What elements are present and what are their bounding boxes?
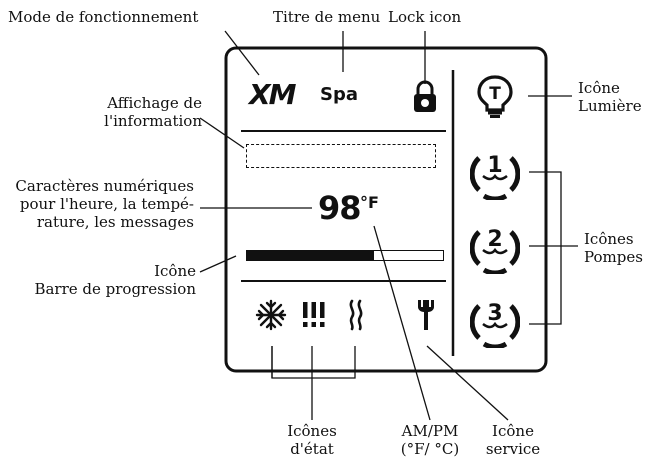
label-numeric: Caractères numériques pour l'heure, la t…: [2, 177, 194, 231]
temperature-unit: °F: [360, 193, 379, 212]
pump-3-number: 3: [487, 301, 502, 326]
label-service-icon-line2: service: [485, 440, 541, 458]
pump-2-icon: 2: [470, 227, 520, 274]
label-numeric-line3: rature, les messages: [36, 213, 194, 231]
mode-logo: XM: [249, 78, 296, 111]
label-status-icons: Icônes d'état: [272, 422, 352, 458]
light-icon-letter: T: [489, 84, 501, 104]
label-progress-line1: Icône: [154, 262, 196, 280]
heater-icon: [349, 299, 363, 331]
label-light-icon-line1: Icône: [578, 79, 620, 97]
label-service-icon: Icône service: [478, 422, 548, 458]
label-mode: Mode de fonctionnement: [8, 8, 199, 26]
pump-1-number: 1: [487, 153, 502, 178]
label-ampm-line2: (°F/ °C): [400, 440, 460, 458]
progress-bar-fill: [247, 251, 375, 260]
temperature-value: 98: [318, 189, 362, 227]
pump-3-icon: 3: [470, 301, 520, 348]
label-progress-line2: Barre de progression: [34, 280, 196, 298]
leader-progress: [199, 255, 237, 273]
lock-icon: [414, 80, 436, 112]
label-pump-icons-line2: Pompes: [584, 248, 643, 266]
label-info-display-line1: Affichage de: [107, 94, 202, 112]
label-info-display-line2: l'information: [104, 112, 202, 130]
service-wrench-icon: [418, 300, 434, 330]
light-icon: T: [477, 75, 513, 118]
leader-ampm: [373, 225, 431, 421]
pump-2-number: 2: [487, 227, 502, 252]
filter-icon: [303, 302, 325, 327]
label-ampm: AM/PM (°F/ °C): [388, 422, 472, 458]
progress-bar: [246, 250, 444, 261]
snowflake-icon: [255, 299, 287, 331]
bracket-status: [271, 346, 356, 379]
label-pump-icons-line1: Icônes: [584, 230, 634, 248]
leader-mode: [224, 30, 260, 76]
label-light-icon-line2: Lumière: [578, 97, 642, 115]
label-light-icon: Icône Lumière: [578, 79, 642, 115]
display-frame: [224, 46, 548, 373]
label-numeric-line2: pour l'heure, la tempé-: [19, 195, 194, 213]
label-pump-icons: Icônes Pompes: [584, 230, 643, 266]
label-info-display: Affichage de l'information: [60, 94, 202, 130]
label-ampm-line1: AM/PM: [401, 422, 459, 440]
label-progress: Icône Barre de progression: [10, 262, 196, 298]
bracket-pumps: [529, 171, 562, 325]
pump-1-icon: 1: [470, 153, 520, 200]
menu-title: Spa: [320, 84, 358, 105]
leader-service: [426, 345, 509, 421]
label-menu-title: Titre de menu: [273, 8, 381, 26]
label-status-icons-line2: d'état: [290, 440, 334, 458]
label-numeric-line1: Caractères numériques: [15, 177, 194, 195]
leader-info: [199, 117, 245, 149]
label-status-icons-line1: Icônes: [287, 422, 337, 440]
label-lock-icon: Lock icon: [388, 8, 462, 26]
info-display-box: [246, 144, 436, 168]
label-service-icon-line1: Icône: [492, 422, 534, 440]
